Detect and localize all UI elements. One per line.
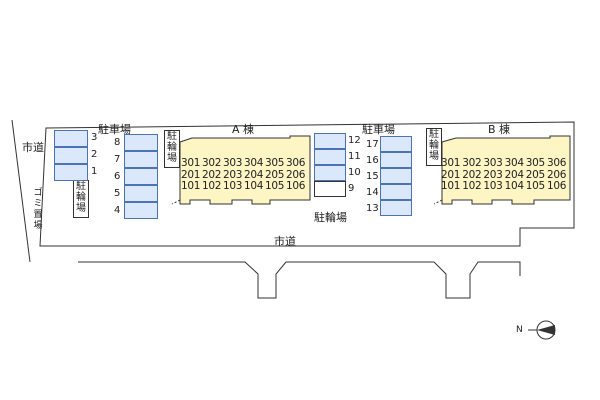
- parking-number: 16: [366, 155, 379, 166]
- room-number: 304: [244, 157, 264, 169]
- room-number: 204: [244, 168, 264, 181]
- parking-number: 6: [114, 171, 121, 182]
- bottom-road-edge: [78, 261, 521, 299]
- parking-spot: [124, 134, 158, 151]
- room-number: 204: [504, 168, 524, 181]
- room-number: 103: [483, 180, 503, 192]
- room-number: 201: [441, 168, 461, 181]
- room-number: 205: [265, 168, 285, 181]
- room-number: 106: [286, 180, 306, 192]
- parking-number: 7: [114, 154, 121, 165]
- parking-spot: [380, 168, 412, 184]
- bike-parking-a: 駐輪場: [164, 130, 180, 168]
- parking-right-label: 駐車場: [362, 123, 395, 136]
- parking-number: 1: [91, 166, 98, 177]
- parking-spot: [124, 185, 158, 202]
- building-a-shape: [179, 135, 311, 205]
- compass-arrow: [537, 325, 555, 335]
- room-number: 203: [483, 168, 503, 181]
- parking-spot: [124, 202, 158, 219]
- room-number: 106: [547, 180, 567, 192]
- bike-parking-b: 駐輪場: [426, 128, 442, 166]
- parking-number: 3: [91, 132, 98, 143]
- building-b-title: B 棟: [488, 123, 511, 136]
- parking-spot: [380, 184, 412, 200]
- room-number: 206: [286, 168, 306, 181]
- room-number: 103: [223, 180, 243, 192]
- room-number: 302: [462, 157, 482, 169]
- parking-number: 4: [114, 205, 121, 216]
- parking-spot: [124, 151, 158, 168]
- parking-spot: [314, 165, 346, 181]
- parking-number: 14: [366, 187, 379, 198]
- room-number: 304: [504, 157, 524, 169]
- bike-parking-mid: 駐輪場: [314, 211, 347, 224]
- room-number: 301: [181, 157, 201, 169]
- room-number: 202: [462, 168, 482, 181]
- parking-number: 15: [366, 171, 379, 182]
- room-number: 102: [202, 180, 222, 192]
- garbage-area-label: ゴミ置場: [33, 188, 43, 231]
- room-number: 203: [223, 168, 243, 181]
- room-number: 306: [286, 157, 306, 169]
- building-a-title: A 棟: [232, 123, 255, 136]
- parking-number: 10: [348, 167, 361, 178]
- parking-spot: [314, 149, 346, 165]
- parking-number: 11: [348, 151, 361, 162]
- parking-spot: [54, 130, 88, 147]
- room-number: 206: [547, 168, 567, 181]
- bike-parking-left: 駐輪場: [73, 180, 89, 218]
- building-a-entrance: [171, 199, 181, 205]
- room-number: 305: [265, 157, 285, 169]
- building-b-entrance: [433, 199, 443, 205]
- parking-number: 13: [366, 203, 379, 214]
- parking-spot: [54, 164, 88, 181]
- parking-spot: [380, 200, 412, 216]
- room-number: 202: [202, 168, 222, 181]
- room-number: 201: [181, 168, 201, 181]
- parking-left-label: 駐車場: [98, 123, 131, 136]
- room-number: 104: [244, 180, 264, 192]
- room-number: 303: [223, 157, 243, 169]
- parking-number: 12: [348, 135, 361, 146]
- room-number: 303: [483, 157, 503, 169]
- room-number: 105: [525, 180, 545, 192]
- room-number: 101: [441, 180, 461, 192]
- bottom-road-label: 市道: [274, 235, 296, 248]
- parking-number: 5: [114, 188, 121, 199]
- parking-spot: [124, 168, 158, 185]
- room-number: 102: [462, 180, 482, 192]
- parking-spot: [314, 133, 346, 149]
- parking-spot: [54, 147, 88, 164]
- room-number: 305: [525, 157, 545, 169]
- room-number: 302: [202, 157, 222, 169]
- parking-spot: [380, 152, 412, 168]
- left-road-label: 市道: [22, 141, 44, 154]
- compass-label: N: [516, 325, 523, 335]
- parking-number: 9: [348, 183, 355, 194]
- left-road-edge: [11, 119, 31, 263]
- room-number: 105: [265, 180, 285, 192]
- parking-number: 8: [114, 137, 121, 148]
- parking-number: 2: [91, 149, 98, 160]
- parking-spot: [380, 136, 412, 152]
- building-b-shape: [441, 135, 571, 205]
- room-number: 301: [441, 157, 461, 169]
- room-number: 306: [547, 157, 567, 169]
- parking-spot: [314, 181, 346, 197]
- room-number: 205: [525, 168, 545, 181]
- room-number: 104: [504, 180, 524, 192]
- parking-number: 17: [366, 139, 379, 150]
- room-number: 101: [181, 180, 201, 192]
